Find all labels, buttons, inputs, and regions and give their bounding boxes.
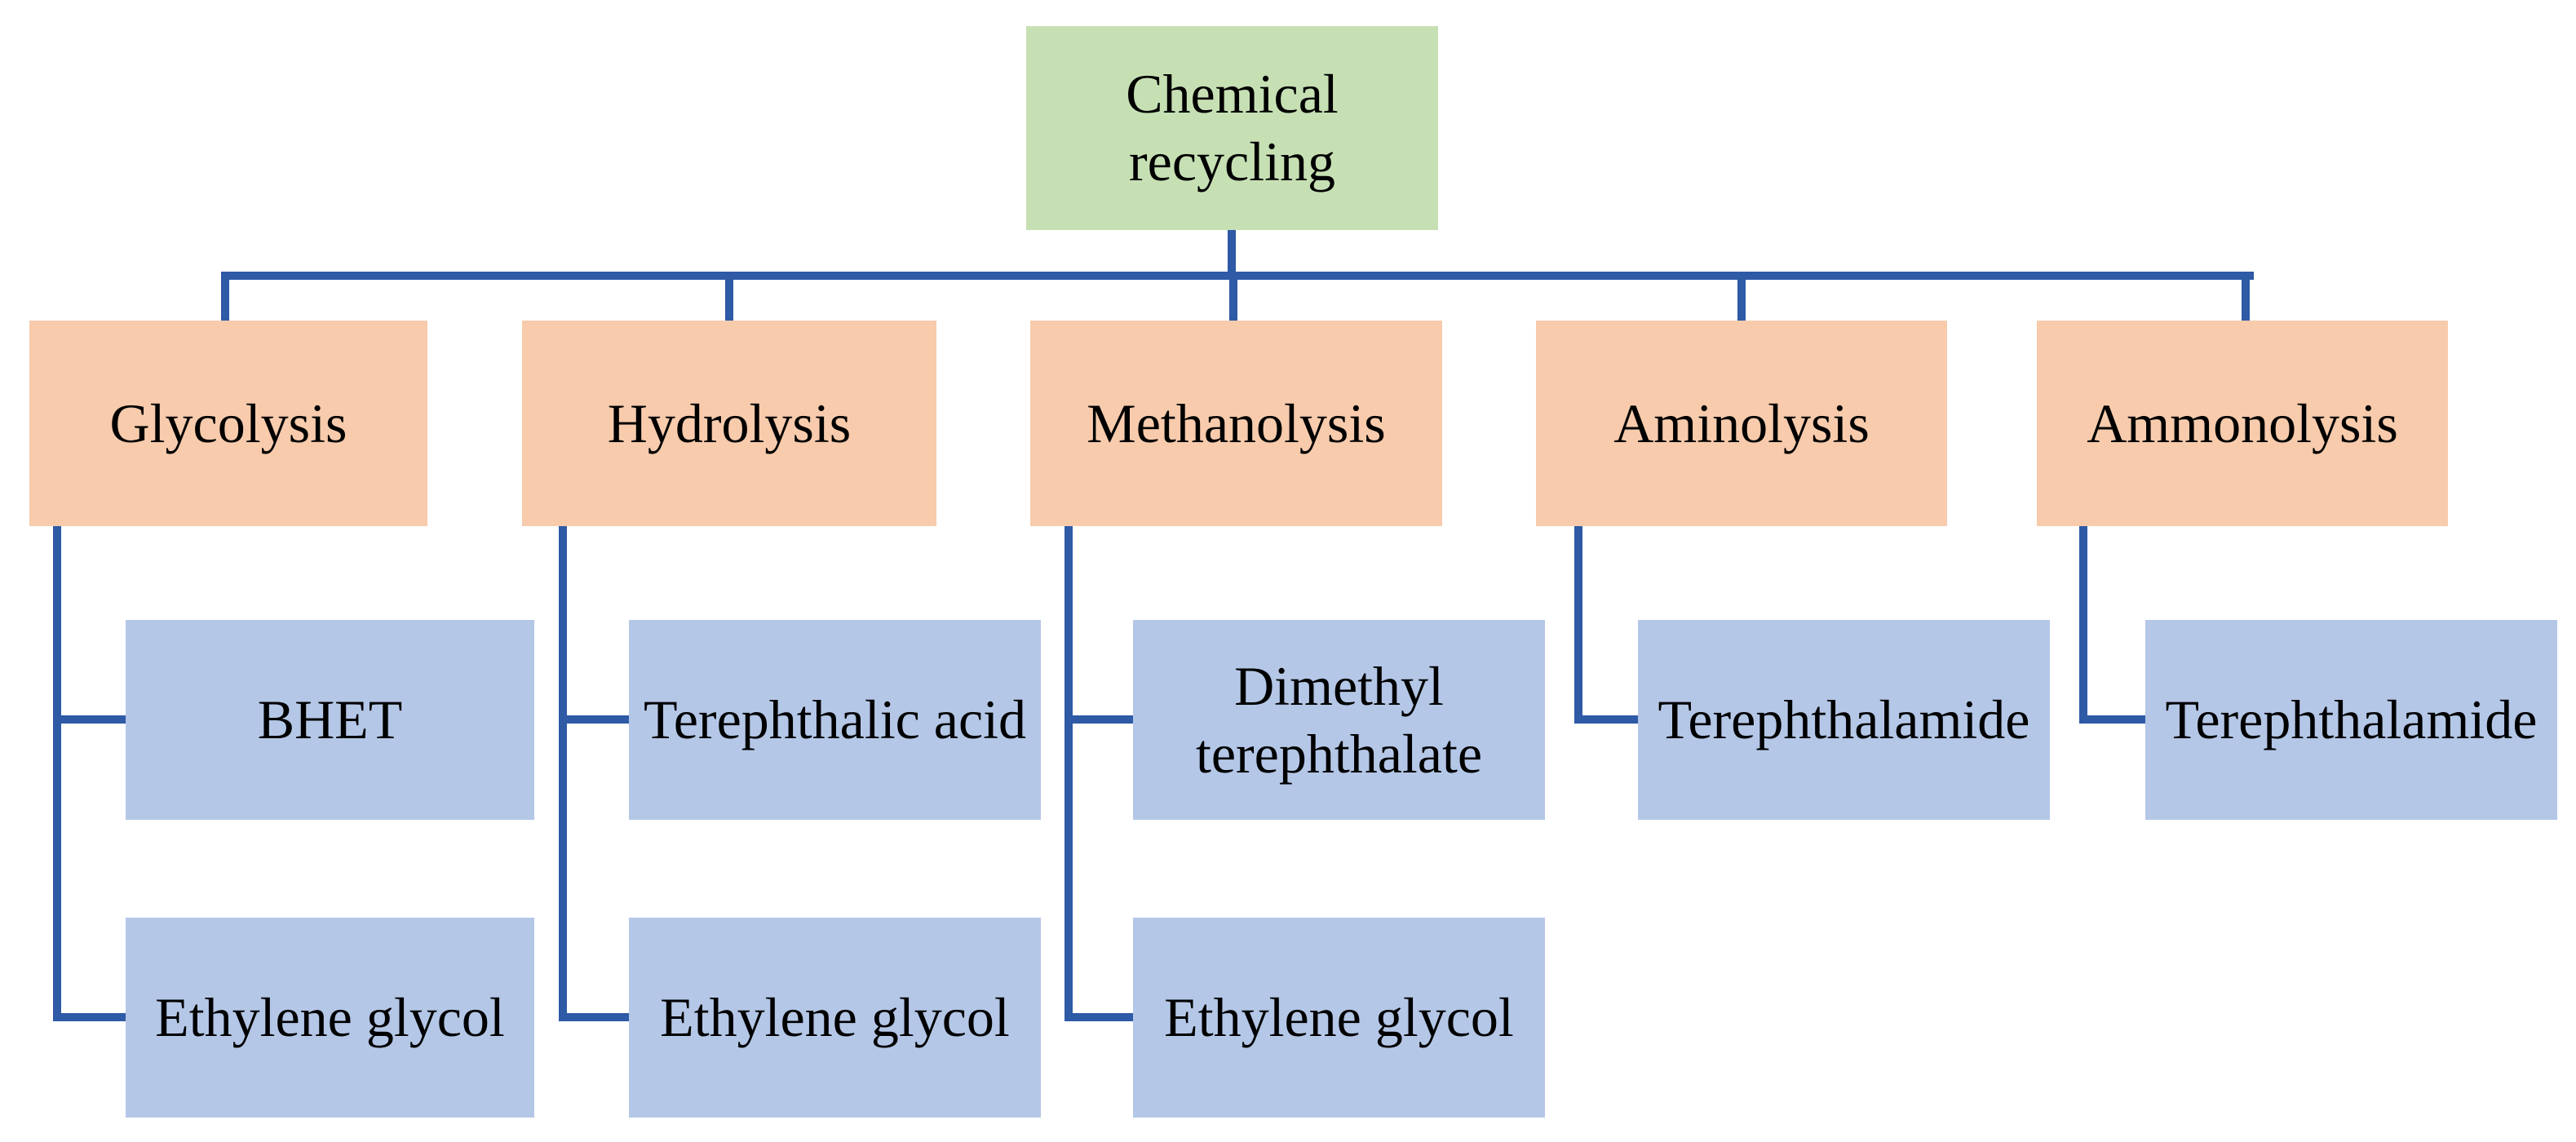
product-node-ethylene-glycol-1: Ethylene glycol — [126, 918, 534, 1118]
product-node-ethylene-glycol-2: Ethylene glycol — [629, 918, 1041, 1118]
root-node-label: Chemical recycling — [1126, 63, 1339, 193]
method-label: Hydrolysis — [607, 392, 852, 454]
connector-stub-dimethyl-terephthalate — [1064, 715, 1133, 724]
connector-drop-aminolysis — [1737, 276, 1746, 321]
method-node-hydrolysis: Hydrolysis — [522, 321, 936, 526]
connector-stub-ethylene-glycol-3 — [1064, 1013, 1133, 1021]
method-node-methanolysis: Methanolysis — [1030, 321, 1442, 526]
connector-stub-ethylene-glycol-1 — [53, 1013, 126, 1021]
connector-horizontal-rail — [221, 272, 2254, 280]
connector-stub-ethylene-glycol-2 — [559, 1013, 629, 1021]
product-node-terephthalamide-2: Terephthalamide — [2145, 620, 2557, 820]
product-node-dimethyl-terephthalate: Dimethyl terephthalate — [1133, 620, 1545, 820]
connector-drop-ammonolysis — [2242, 276, 2250, 321]
product-label: Dimethyl terephthalate — [1195, 654, 1483, 785]
connector-spine-glycolysis — [53, 526, 61, 1021]
product-label: Ethylene glycol — [660, 986, 1010, 1049]
connector-spine-aminolysis — [1574, 526, 1582, 724]
connector-stub-terephthalamide-1 — [1574, 715, 1638, 724]
connector-stub-terephthalic-acid — [559, 715, 629, 724]
connector-spine-ammonolysis — [2079, 526, 2087, 724]
product-node-terephthalic-acid: Terephthalic acid — [629, 620, 1041, 820]
connector-drop-glycolysis — [221, 276, 229, 321]
root-node-chemical-recycling: Chemical recycling — [1026, 26, 1438, 230]
product-label: BHET — [257, 688, 403, 751]
product-label: Ethylene glycol — [155, 986, 505, 1049]
method-node-ammonolysis: Ammonolysis — [2037, 321, 2448, 526]
product-node-bhet: BHET — [126, 620, 534, 820]
product-node-terephthalamide-1: Terephthalamide — [1638, 620, 2050, 820]
product-label: Terephthalamide — [2165, 688, 2538, 751]
product-label: Terephthalic acid — [643, 688, 1027, 751]
method-label: Ammonolysis — [2087, 392, 2398, 454]
method-node-aminolysis: Aminolysis — [1536, 321, 1947, 526]
product-node-ethylene-glycol-3: Ethylene glycol — [1133, 918, 1545, 1118]
product-label: Terephthalamide — [1658, 688, 2030, 751]
connector-drop-methanolysis — [1229, 276, 1237, 321]
method-label: Glycolysis — [109, 392, 347, 454]
product-label: Ethylene glycol — [1164, 986, 1514, 1049]
connector-stub-terephthalamide-2 — [2079, 715, 2145, 724]
method-label: Methanolysis — [1087, 392, 1386, 454]
connector-spine-hydrolysis — [559, 526, 567, 1021]
connector-root-stub — [1228, 230, 1236, 276]
connector-drop-hydrolysis — [725, 276, 733, 321]
connector-stub-bhet — [53, 715, 126, 724]
connector-spine-methanolysis — [1064, 526, 1073, 1021]
method-node-glycolysis: Glycolysis — [29, 321, 427, 526]
method-label: Aminolysis — [1613, 392, 1870, 454]
